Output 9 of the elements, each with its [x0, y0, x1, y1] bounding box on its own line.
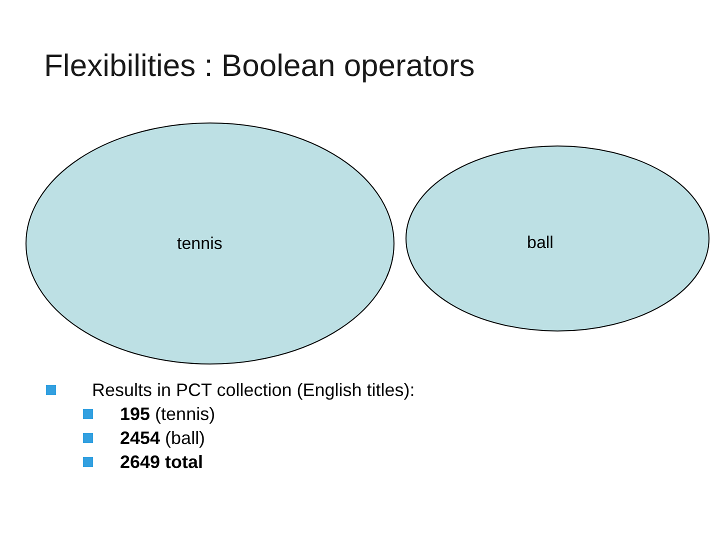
bullet-text: 195 (tennis)	[120, 404, 216, 425]
bullet-text: 2454 (ball)	[120, 428, 206, 449]
slide-title: Flexibilities : Boolean operators	[44, 48, 475, 84]
ellipse-label: ball	[527, 233, 554, 253]
bullet-text: 2649 total	[120, 452, 204, 473]
bullet-text: Results in PCT collection (English titles):	[92, 380, 415, 401]
venn-ellipse	[25, 122, 395, 365]
venn-ellipse	[405, 145, 710, 332]
ellipse-label: tennis	[177, 234, 222, 254]
